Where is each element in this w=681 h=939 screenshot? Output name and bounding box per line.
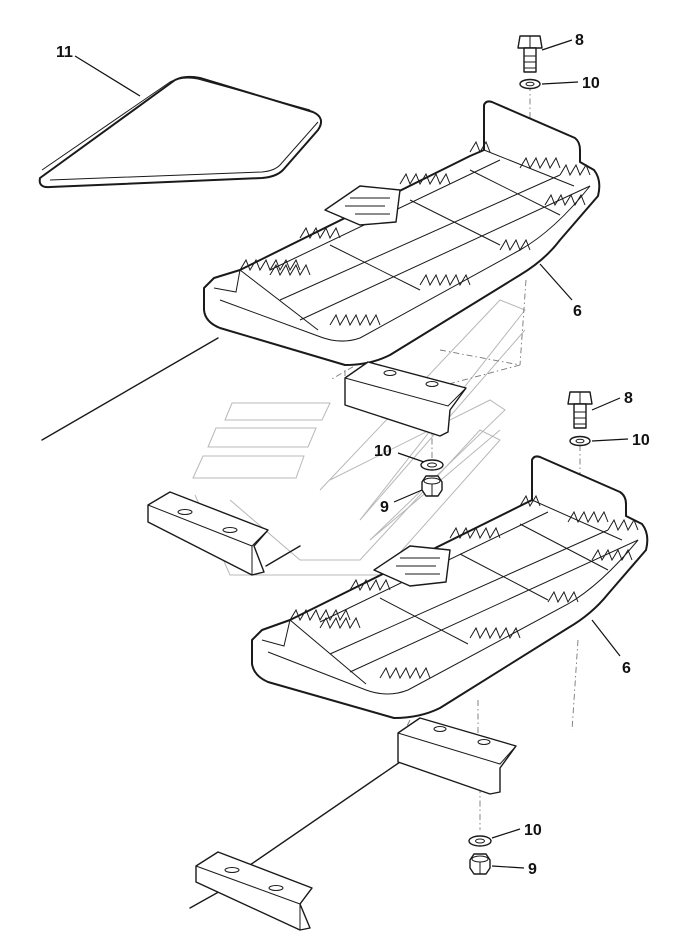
callout-11: 11 <box>56 44 73 61</box>
washer-part-10-d <box>468 835 492 847</box>
callout-9-middle: 9 <box>380 499 389 516</box>
washer-part-10-a <box>519 78 541 90</box>
callout-8-upper: 8 <box>575 32 584 49</box>
callout-6-upper: 6 <box>573 303 582 320</box>
bracket-lower <box>397 717 517 795</box>
callout-9-bottom: 9 <box>528 861 537 878</box>
footrest-upper-part-6 <box>203 100 601 366</box>
callout-8-lower: 8 <box>624 390 633 407</box>
callout-labels: 11 8 10 6 8 10 10 9 6 10 9 <box>56 32 650 878</box>
callout-10-upper: 10 <box>582 75 600 92</box>
washer-part-10-c <box>420 459 444 471</box>
bolt-part-8-lower <box>567 391 593 429</box>
bracket-bottom <box>195 851 313 931</box>
bracket-left <box>147 491 269 576</box>
bracket-upper <box>344 361 467 437</box>
footrest-lower-part-6 <box>251 455 649 719</box>
callout-10-middle: 10 <box>374 443 392 460</box>
callout-10-bottom: 10 <box>524 822 542 839</box>
washer-part-10-b <box>569 435 591 447</box>
nut-part-9-a <box>421 475 443 497</box>
leader-lines <box>74 39 629 869</box>
pad-part-11 <box>38 75 323 189</box>
callout-10-right: 10 <box>632 432 650 449</box>
nut-part-9-b <box>469 853 491 875</box>
bolt-part-8-upper <box>517 35 543 73</box>
callout-6-lower: 6 <box>622 660 631 677</box>
